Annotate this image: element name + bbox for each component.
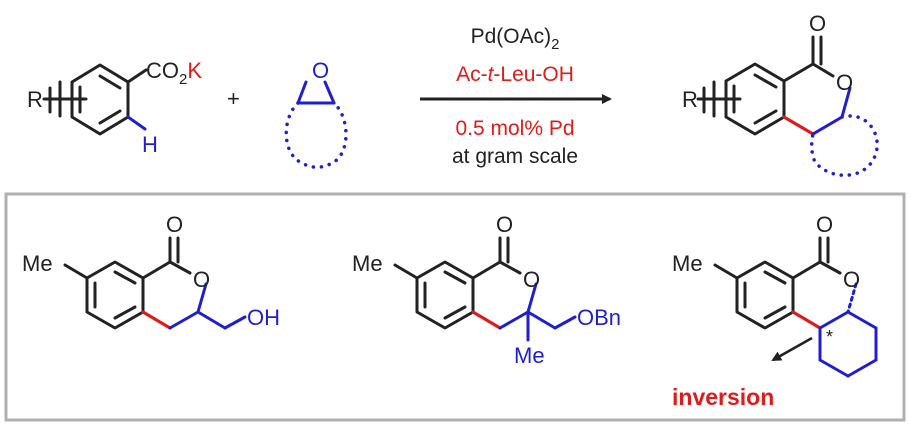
example1-carbonyl-o: O xyxy=(166,212,183,237)
example1-hydroxyl: OH xyxy=(247,305,280,330)
plus-sign: + xyxy=(227,86,240,111)
example-cyclohexyl-fused: Me O O * inversion xyxy=(672,212,878,410)
product-r-label: R xyxy=(682,87,698,112)
example2-quaternary-methyl: Me xyxy=(514,343,545,368)
carboxylate-sub: 2 xyxy=(179,71,187,88)
example2-obn: OBn xyxy=(577,305,621,330)
ligand-prefix: Ac- xyxy=(456,63,488,86)
potassium-label: K xyxy=(187,58,202,83)
example-hydroxymethyl: Me O O OH xyxy=(22,212,280,330)
example3-carbonyl-o: O xyxy=(816,212,833,237)
inversion-label: inversion xyxy=(672,384,774,410)
stereocenter-asterisk: * xyxy=(826,327,833,347)
example3-ring-o: O xyxy=(843,267,860,292)
carboxylate-label: CO2K xyxy=(146,58,202,88)
example2-methyl: Me xyxy=(352,251,383,276)
epoxide-reactant: O xyxy=(284,58,348,169)
epoxide-ring-dotted xyxy=(284,101,348,169)
reaction-scheme: R CO2K H + O Pd(OAc)2 Ac-t-Leu-OH 0.5 mo… xyxy=(27,11,879,177)
product-fused-ring-dotted xyxy=(809,114,879,177)
benzoate-reactant: R CO2K H xyxy=(27,58,202,157)
catalyst-sub: 2 xyxy=(551,36,559,53)
example3-methyl: Me xyxy=(672,251,703,276)
example-benzyloxymethyl: Me O O OBn Me xyxy=(352,212,621,368)
example2-carbonyl-o: O xyxy=(496,212,513,237)
catalyst-loading-label: 0.5 mol% Pd xyxy=(455,117,574,140)
product-ring-o: O xyxy=(836,70,853,95)
example1-ring-o: O xyxy=(193,267,210,292)
examples-frame xyxy=(4,192,906,422)
example1-methyl: Me xyxy=(22,251,53,276)
ortho-hydrogen-label: H xyxy=(142,132,158,157)
ligand-label: Ac-t-Leu-OH xyxy=(456,63,574,86)
ligand-italic: t xyxy=(488,63,495,86)
r-substituent-label: R xyxy=(27,87,43,112)
epoxide-oxygen-label: O xyxy=(312,58,329,83)
scale-label: at gram scale xyxy=(452,145,578,168)
catalyst-label: Pd(OAc)2 xyxy=(471,25,560,53)
inversion-arrow xyxy=(771,336,813,362)
catalyst-base: Pd(OAc) xyxy=(471,25,552,48)
isochromanone-product: R O O xyxy=(682,11,879,177)
carboxylate-co: CO xyxy=(146,58,179,83)
ligand-suffix: -Leu-OH xyxy=(493,63,574,86)
product-carbonyl-o: O xyxy=(809,11,826,36)
example2-ring-o: O xyxy=(523,267,540,292)
